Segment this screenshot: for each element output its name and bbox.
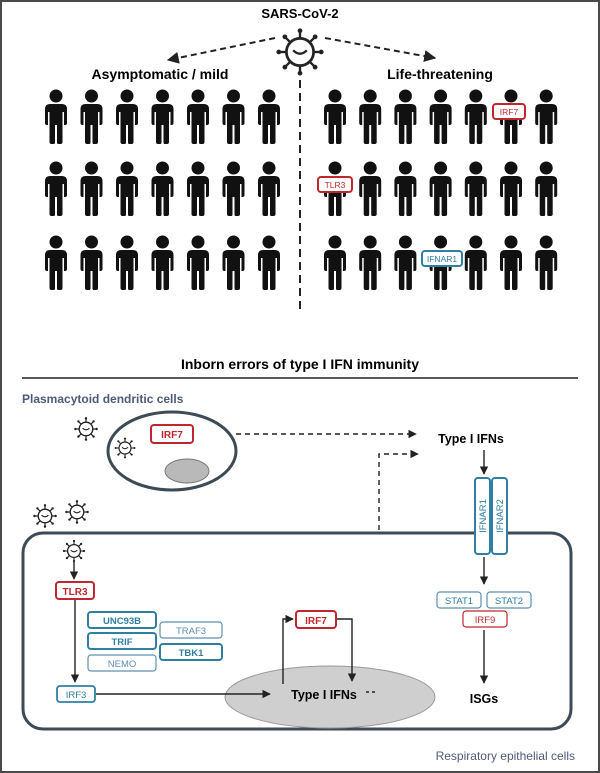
person-icon: [535, 89, 558, 144]
section-title: Inborn errors of type I IFN immunity: [181, 356, 419, 372]
person-icon: [80, 89, 103, 144]
svg-text:STAT2: STAT2: [495, 596, 523, 607]
person-icon: [464, 89, 487, 144]
svg-text:TLR3: TLR3: [325, 180, 346, 190]
person-icon: [45, 161, 67, 216]
svg-text:TBK1: TBK1: [179, 648, 205, 659]
pdc-label: Plasmacytoid dendritic cells: [22, 392, 184, 406]
person-icon: [500, 161, 522, 216]
person-icon: [258, 235, 280, 290]
epithelial-cell: [21, 531, 573, 731]
person-icon: [500, 235, 522, 290]
person-icon: [258, 161, 280, 216]
person-icon: [45, 89, 67, 144]
svg-text:TLR3: TLR3: [63, 587, 88, 598]
severe-group-label: Life-threatening: [387, 66, 493, 82]
nemo-tag: NEMO: [87, 654, 157, 672]
person-icon: [394, 89, 417, 144]
ifnar1-receptor: IFNAR1: [474, 477, 491, 555]
nucleus-type-i-ifns: Type I IFNs: [291, 688, 357, 702]
svg-text:IRF7: IRF7: [305, 616, 327, 627]
person-icon: [187, 161, 209, 216]
person-icon: [258, 89, 280, 144]
ifnar2-receptor: IFNAR2: [491, 477, 508, 555]
person-icon: [535, 161, 558, 216]
virus-label: SARS-CoV-2: [261, 6, 338, 21]
person-icon: [45, 235, 67, 290]
person-icon: [464, 235, 487, 290]
stat2-tag: STAT2: [486, 591, 532, 609]
person-icon: [187, 89, 209, 144]
svg-text:IRF9: IRF9: [475, 615, 496, 626]
svg-text:IFNAR2: IFNAR2: [495, 499, 506, 533]
arrow-to-mild: [166, 37, 276, 64]
stat1-tag: STAT1: [436, 591, 482, 609]
person-icon: [80, 161, 103, 216]
epithelial-nucleus: [224, 665, 436, 729]
tlr3-tag: TLR3: [55, 581, 95, 600]
trif-tag: TRIF: [87, 632, 157, 650]
person-icon: [394, 161, 417, 216]
person-icon: [429, 161, 452, 216]
person-icon: [394, 235, 417, 290]
epithelial-ifn-arrow: [378, 449, 419, 692]
svg-text:TRAF3: TRAF3: [176, 626, 206, 637]
person-icon: [80, 235, 103, 290]
person-icon: [187, 235, 209, 290]
person-icon: [324, 235, 346, 290]
virus-icon: [73, 416, 99, 442]
person-icon: [116, 161, 138, 216]
person-icon: [359, 161, 382, 216]
epithelial-label: Respiratory epithelial cells: [436, 749, 575, 763]
arrow-to-severe: [324, 37, 437, 62]
virus-icon: [64, 499, 90, 525]
svg-text:IRF7: IRF7: [500, 107, 519, 117]
svg-text:IFNAR1: IFNAR1: [478, 499, 489, 533]
pdc-irf7-tag: IRF7: [150, 424, 194, 444]
person-icon: [116, 89, 138, 144]
tag-irf7-person: IRF7: [492, 103, 526, 120]
svg-text:STAT1: STAT1: [445, 596, 473, 607]
mild-group-label: Asymptomatic / mild: [92, 66, 229, 82]
unc93b-tag: UNC93B: [87, 611, 157, 629]
irf7-to-ifn-arrow: [337, 618, 357, 682]
pdc-nucleus: [164, 458, 210, 484]
person-icon: [359, 89, 382, 144]
person-icon: [116, 235, 138, 290]
tbk1-tag: TBK1: [159, 643, 223, 661]
person-icon: [151, 235, 174, 290]
svg-text:UNC93B: UNC93B: [103, 616, 141, 627]
svg-text:NEMO: NEMO: [108, 659, 137, 670]
sars-cov-2-virus-icon: [275, 27, 325, 77]
mild-group-people: [45, 89, 280, 290]
person-icon: [464, 161, 487, 216]
irf9-tag: IRF9: [462, 610, 508, 628]
virus-icon: [32, 503, 58, 529]
person-icon: [429, 89, 452, 144]
isgs-label: ISGs: [470, 692, 499, 706]
person-icon: [359, 235, 382, 290]
traf3-tag: TRAF3: [159, 621, 223, 639]
person-icon: [151, 161, 174, 216]
person-icon: [151, 89, 174, 144]
svg-text:IRF7: IRF7: [161, 430, 183, 441]
person-icon: [535, 235, 558, 290]
ifn-to-irf7-arrow: [282, 614, 294, 684]
tag-ifnar1-person: IFNAR1: [421, 250, 463, 267]
epithelial-irf7-tag: IRF7: [295, 610, 337, 629]
tag-tlr3-person: TLR3: [317, 176, 353, 193]
svg-text:IFNAR1: IFNAR1: [427, 254, 458, 264]
irf3-tag: IRF3: [56, 685, 96, 703]
person-icon: [222, 89, 245, 144]
person-icon: [324, 89, 346, 144]
svg-text:IRF3: IRF3: [66, 690, 87, 701]
person-icon: [222, 161, 245, 216]
svg-text:TRIF: TRIF: [111, 637, 132, 648]
person-icon: [222, 235, 245, 290]
pdc-type-i-ifns: Type I IFNs: [438, 432, 504, 446]
